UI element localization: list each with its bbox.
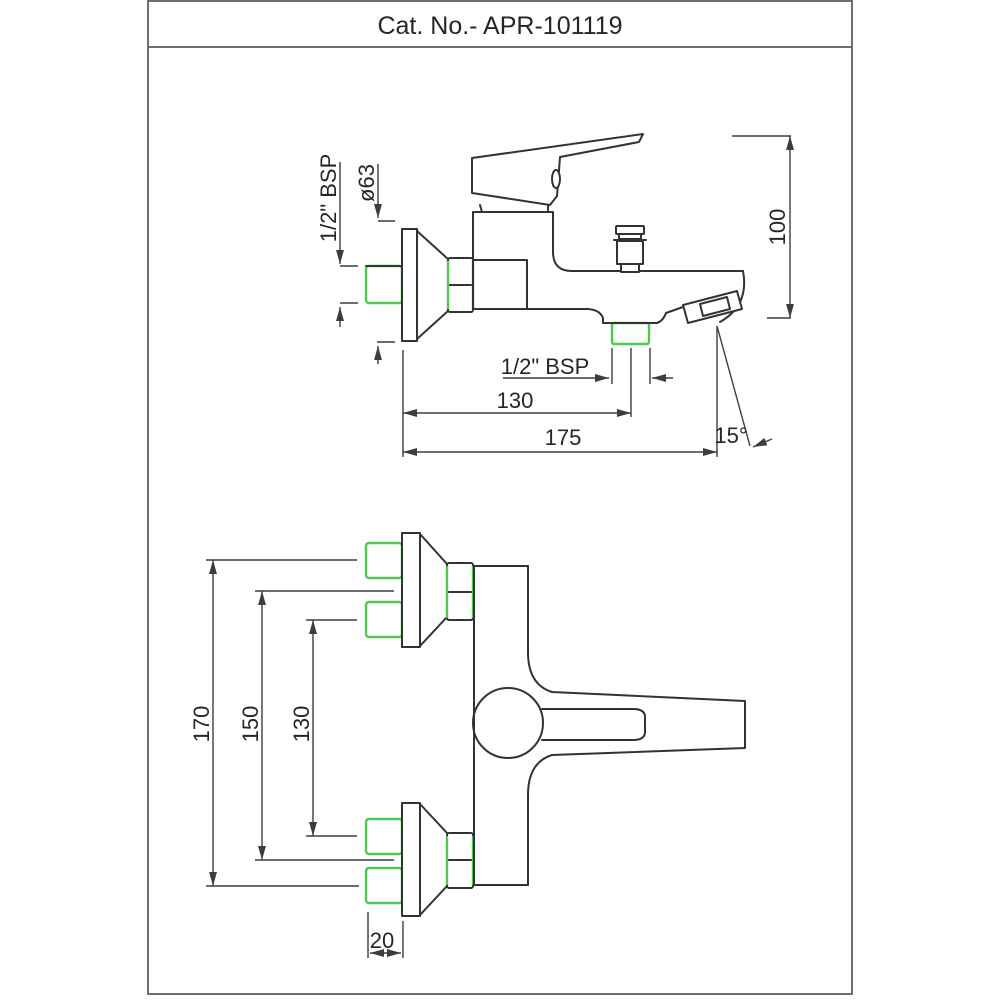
flange-dia-ticks (377, 220, 395, 343)
diverter-body (616, 240, 644, 265)
diverter-neck (618, 233, 642, 240)
body-top-contour (472, 211, 744, 272)
flange-diameter-label: ø63 (354, 164, 379, 202)
handle-grip-recess (541, 708, 646, 741)
diverter-knob (613, 225, 647, 273)
union-boss-lines (472, 259, 528, 310)
side-view (364, 133, 746, 346)
height-100-ticks (732, 135, 791, 319)
aerator-insert (699, 296, 731, 317)
dim-170-extension-lines (206, 559, 359, 887)
inlet-nipple-thread (364, 264, 404, 305)
outlet-extension-lines (611, 348, 651, 417)
nipple-outer-position-bottom (364, 866, 404, 905)
body-plan-outline (473, 565, 529, 886)
aerator-housing (682, 290, 743, 324)
nipple-inner-position-bottom (364, 817, 404, 856)
nipple-outer-position-top (364, 541, 404, 580)
wall-flange-bottom (401, 802, 421, 917)
top-view (364, 532, 746, 917)
wall-to-spout-tip-label: 175 (545, 425, 582, 450)
side-view-dimensions: 1/2" BSP ø63 100 1/2" BSP 130 175 15° (316, 135, 794, 457)
inlet-thread-label: 1/2" BSP (316, 154, 341, 243)
drawing-frame: Cat. No.- APR-101119 (147, 0, 853, 995)
diverter-cap (615, 225, 645, 235)
spout-angle-arrow (752, 437, 773, 448)
body-bottom-contour (472, 306, 684, 324)
wall-to-outlet-label: 130 (497, 388, 534, 413)
shower-outlet-thread (610, 321, 651, 346)
spout-angle-label: 15° (714, 423, 747, 448)
dim-20-extension-lines (367, 912, 404, 958)
flange-cone-top (419, 533, 448, 647)
shower-outlet-thread-label: 1/2" BSP (501, 354, 590, 379)
body-inlet-centers-label: 150 (238, 706, 263, 743)
max-inlet-centers-label: 170 (189, 706, 214, 743)
overall-height-label: 100 (765, 209, 790, 246)
dim-150-extension-lines (255, 590, 394, 861)
handle-neck-lines (479, 204, 549, 213)
wall-flange-top (401, 532, 421, 648)
flange-cone-bottom (419, 803, 448, 916)
inlet-bsp-ticks (340, 265, 358, 304)
nipple-projection-label: 20 (370, 928, 394, 953)
spout-end-curve (719, 270, 746, 323)
catalog-number-title: Cat. No.- APR-101119 (377, 12, 622, 40)
body-and-handle-plan-contour (527, 565, 746, 886)
flange-cone (416, 230, 449, 340)
wall-flange (401, 228, 418, 342)
border-rectangle (147, 0, 853, 995)
diverter-stem (620, 263, 640, 273)
spout-angle-slant-line (716, 325, 751, 447)
top-view-dimensions: 170 150 130 20 (189, 559, 404, 958)
nipple-inner-position-top (364, 600, 404, 639)
cartridge-dome-circle (472, 687, 544, 759)
handle-pivot-cap (551, 169, 561, 189)
min-inlet-centers-label: 130 (289, 706, 314, 743)
